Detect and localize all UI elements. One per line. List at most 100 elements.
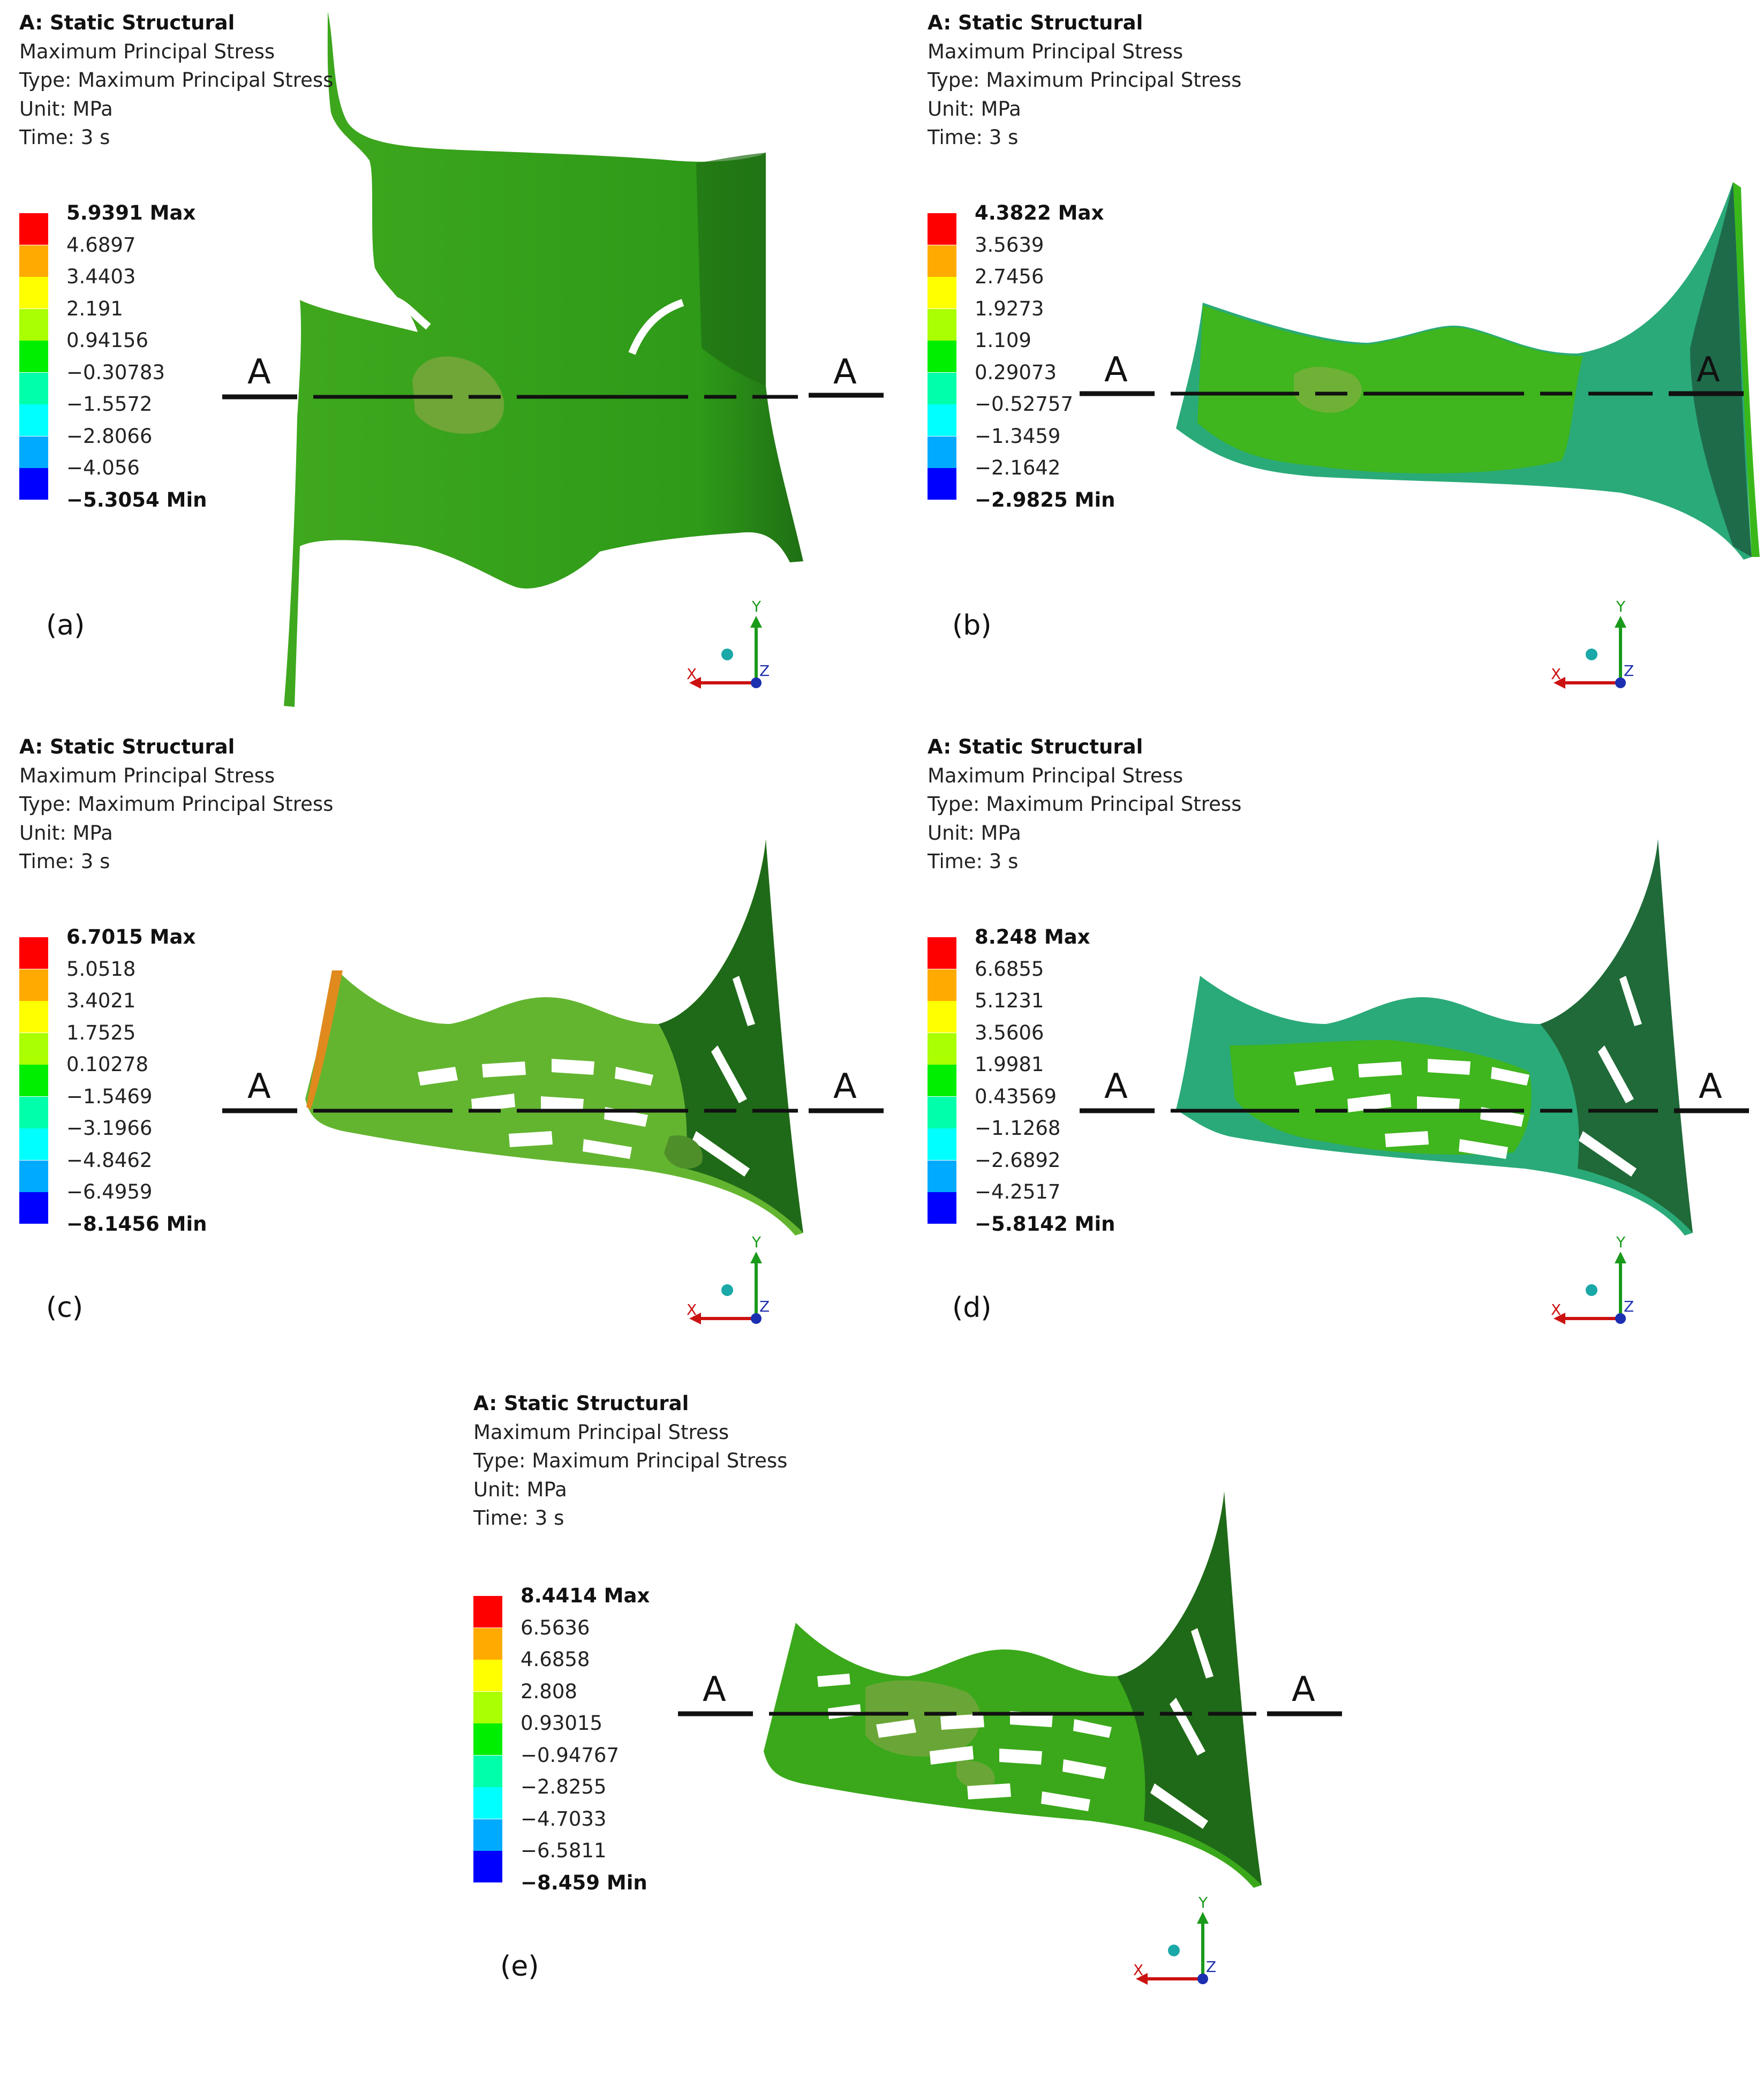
info-line: Maximum Principal Stress <box>19 764 275 787</box>
legend-value: −4.7033 <box>521 1807 607 1831</box>
section-marker-right: A <box>1699 1067 1722 1106</box>
legend-swatch <box>928 277 956 308</box>
legend-value: 0.43569 <box>975 1084 1057 1108</box>
legend-min-value: −8.459 Min <box>521 1871 647 1894</box>
legend-value: −1.5469 <box>66 1084 153 1108</box>
legend-value: 5.1231 <box>975 989 1044 1012</box>
legend-value: 3.4403 <box>66 265 136 288</box>
info-line: Unit: MPa <box>928 97 1021 120</box>
result-info-block: A: Static Structural Maximum Principal S… <box>19 9 333 152</box>
panel-a: A A Y X Z A: Static Structural Maximum P… <box>0 0 884 718</box>
legend-swatch <box>928 937 956 969</box>
info-line: Maximum Principal Stress <box>928 40 1183 63</box>
legend-swatch <box>473 1755 502 1787</box>
legend-value: −0.94767 <box>521 1743 620 1767</box>
legend-value: 1.9981 <box>975 1053 1044 1076</box>
legend-swatch <box>473 1787 502 1819</box>
legend-swatch <box>19 468 48 500</box>
legend-max-value: 6.7015 Max <box>66 925 196 948</box>
legend-swatch <box>19 404 48 436</box>
result-info-block: A: Static Structural Maximum Principal S… <box>928 9 1241 152</box>
stress-contour-model: A A Y X Z <box>1080 839 1749 1324</box>
legend-swatch <box>473 1691 502 1723</box>
info-line: Maximum Principal Stress <box>473 1420 729 1444</box>
legend-value: 0.10278 <box>66 1053 149 1076</box>
legend-swatch <box>473 1628 502 1660</box>
info-line: Unit: MPa <box>19 821 113 845</box>
info-line: Unit: MPa <box>19 97 113 120</box>
legend-swatch <box>928 372 956 404</box>
panel-label: (d) <box>952 1292 992 1324</box>
legend-value: 6.5636 <box>521 1616 590 1639</box>
panel-label: (e) <box>500 1950 539 1983</box>
section-marker-right: A <box>833 1067 857 1106</box>
coordinate-triad: Y X Z <box>687 1233 770 1324</box>
axis-y-label: Y <box>1616 1233 1626 1251</box>
legend-swatch <box>19 213 48 245</box>
stress-contour-model: A A Y X Z <box>222 839 884 1324</box>
info-line: Unit: MPa <box>928 821 1021 845</box>
legend-value: −4.2517 <box>975 1180 1061 1203</box>
legend-swatch <box>928 308 956 341</box>
legend-min-value: −8.1456 Min <box>66 1212 207 1236</box>
axis-y-label: Y <box>1198 1894 1208 1911</box>
legend-swatch <box>19 372 48 404</box>
axis-z-label: Z <box>1206 1958 1216 1976</box>
axis-z-label: Z <box>1624 1298 1634 1315</box>
legend-swatch <box>19 245 48 277</box>
legend-value: 1.7525 <box>66 1021 136 1044</box>
legend-min-value: −5.8142 Min <box>975 1212 1115 1236</box>
result-info-block: A: Static Structural Maximum Principal S… <box>928 733 1241 876</box>
legend-value: 6.6855 <box>975 957 1044 981</box>
stress-contour-model: A A Y X Z <box>678 1492 1342 1985</box>
legend-value: −1.1268 <box>975 1117 1061 1140</box>
info-line: Unit: MPa <box>473 1478 567 1501</box>
legend-value: −4.056 <box>66 456 140 479</box>
panel-label: (b) <box>952 609 992 642</box>
info-line: Type: Maximum Principal Stress <box>19 69 334 92</box>
coordinate-triad: Y X Z <box>687 598 770 689</box>
section-marker-left: A <box>247 352 271 392</box>
axis-y-label: Y <box>1616 598 1626 615</box>
legend-value: 0.29073 <box>975 360 1057 384</box>
legend-swatch <box>928 341 956 372</box>
analysis-title: A: Static Structural <box>19 11 235 34</box>
legend-value: −6.5811 <box>521 1839 607 1862</box>
legend-swatch <box>928 1096 956 1128</box>
legend-value: 3.5606 <box>975 1021 1044 1044</box>
legend-swatch <box>19 277 48 308</box>
axis-x-label: X <box>1551 665 1561 683</box>
info-line: Maximum Principal Stress <box>19 40 275 63</box>
legend-value: −2.8066 <box>66 424 153 448</box>
legend-swatch <box>928 1033 956 1065</box>
legend-swatch <box>928 1065 956 1096</box>
legend-value: −0.30783 <box>66 360 165 384</box>
legend-value: 0.93015 <box>521 1712 603 1735</box>
info-line: Time: 3 s <box>928 850 1019 873</box>
section-marker-left: A <box>703 1670 726 1709</box>
section-marker-left: A <box>1104 350 1128 390</box>
legend-value: 4.6897 <box>66 233 136 257</box>
legend-value: −1.3459 <box>975 424 1061 448</box>
coordinate-triad: Y X Z <box>1551 598 1634 689</box>
legend-swatch <box>928 468 956 500</box>
legend-value: 2.191 <box>66 297 123 320</box>
legend-swatch <box>928 969 956 1001</box>
legend-swatch <box>19 1192 48 1224</box>
legend-value: −2.6892 <box>975 1148 1061 1172</box>
legend-swatch <box>19 1128 48 1160</box>
legend-swatch <box>473 1851 502 1882</box>
coordinate-triad: Y X Z <box>1133 1894 1216 1985</box>
legend-swatch <box>928 404 956 436</box>
panel-label: (c) <box>46 1292 84 1324</box>
legend-swatch <box>928 213 956 245</box>
panel-label: (a) <box>46 609 85 642</box>
legend-swatch <box>928 1128 956 1160</box>
legend-swatch <box>928 245 956 277</box>
legend-swatch <box>19 341 48 372</box>
legend-value: −2.8255 <box>521 1775 607 1798</box>
